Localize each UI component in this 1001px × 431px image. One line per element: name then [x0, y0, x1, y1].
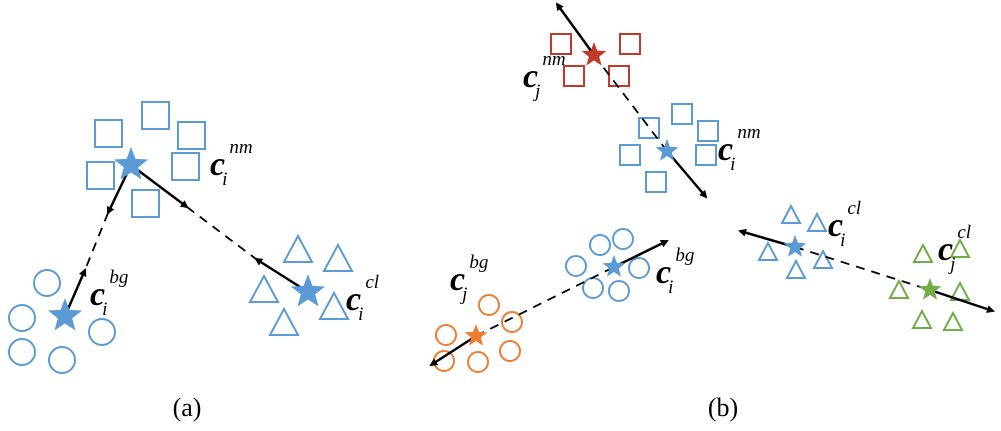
circle-marker-icon: [612, 228, 634, 250]
triangle-marker-icon: [268, 306, 300, 336]
circle-marker-icon: [501, 311, 523, 333]
triangle-marker-icon: [785, 258, 807, 279]
circle-marker-icon: [88, 318, 116, 346]
arrow-icon: [666, 150, 708, 199]
triangle-marker-icon: [812, 248, 834, 269]
star-centroid-icon: [464, 324, 488, 346]
star-centroid-icon: [113, 147, 149, 180]
label-c-i-nm: c i nm: [210, 137, 253, 190]
square-marker-icon: [94, 119, 123, 148]
square-marker-icon: [619, 144, 641, 166]
label-c-i-bg: c i bg: [90, 267, 128, 320]
circle-marker-icon: [565, 255, 587, 277]
triangle-marker-icon: [911, 308, 933, 329]
triangle-marker-icon: [888, 278, 910, 299]
square-marker-icon: [131, 189, 160, 218]
panel-b-cl-i-cluster: [757, 203, 834, 279]
dashed-link: [593, 54, 668, 152]
panel-b-arrows: [429, 2, 995, 367]
triangle-marker-icon: [780, 203, 802, 224]
square-marker-icon: [671, 103, 693, 125]
dashed-link: [84, 212, 109, 271]
panel-a-labels: c i nm c i bg c i cl: [90, 137, 379, 325]
square-marker-icon: [619, 33, 641, 55]
square-marker-icon: [695, 144, 717, 166]
circle-marker-icon: [478, 294, 500, 316]
star-centroid-icon: [290, 274, 326, 307]
square-marker-icon: [697, 120, 719, 142]
dashed-link: [475, 266, 615, 337]
square-marker-icon: [608, 65, 630, 87]
panel-b-nm-i-cluster: [619, 103, 719, 193]
triangle-marker-icon: [949, 237, 971, 258]
panel-a-bg-cluster: [8, 269, 116, 374]
star-centroid-icon: [47, 298, 83, 331]
triangle-marker-icon: [318, 290, 350, 320]
panel-b-centroids: [464, 42, 942, 346]
label-c-i-bg: c i bg: [656, 245, 694, 298]
circle-marker-icon: [608, 280, 630, 302]
panel-a-cl-cluster: [248, 233, 354, 336]
label-c-j-nm: c j nm: [523, 49, 566, 102]
panel-b-labels: c j nm c i nm c j bg c i bg c i: [450, 49, 971, 305]
star-centroid-icon: [918, 278, 942, 300]
circle-marker-icon: [589, 234, 611, 256]
arrow-icon: [613, 239, 669, 269]
square-marker-icon: [638, 117, 660, 139]
star-centroid-icon: [655, 139, 679, 161]
square-marker-icon: [86, 161, 115, 190]
dashed-link: [186, 206, 257, 260]
label-c-i-nm: c i nm: [718, 122, 761, 175]
square-marker-icon: [550, 33, 572, 55]
square-marker-icon: [177, 121, 206, 150]
triangle-marker-icon: [282, 233, 314, 263]
label-c-i-cl: c i cl: [346, 272, 379, 325]
circle-marker-icon: [499, 340, 521, 362]
label-c-i-cl: c i cl: [828, 198, 861, 251]
triangle-marker-icon: [322, 242, 354, 272]
circle-marker-icon: [628, 257, 650, 279]
panel-b-nm-j-cluster: [550, 33, 641, 87]
triangle-marker-icon: [912, 242, 934, 263]
circle-marker-icon: [8, 304, 36, 332]
circle-marker-icon: [48, 346, 76, 374]
label-c-j-cl: c j cl: [938, 222, 971, 275]
square-marker-icon: [563, 65, 585, 87]
label-c-j-bg: c j bg: [450, 252, 488, 305]
triangle-marker-icon: [942, 310, 964, 331]
star-centroid-icon: [602, 255, 626, 277]
circle-marker-icon: [8, 338, 36, 366]
triangle-marker-icon: [248, 273, 280, 303]
circle-marker-icon: [582, 277, 604, 299]
panel-b: c j nm c i nm c j bg c i bg c i: [429, 2, 995, 422]
arrow-icon: [130, 164, 189, 209]
panel-a-nm-cluster: [86, 101, 206, 218]
square-marker-icon: [171, 152, 200, 181]
square-marker-icon: [141, 101, 170, 130]
panel-a: c i nm c i bg c i cl (a): [8, 101, 379, 422]
circle-marker-icon: [33, 269, 61, 297]
caption-b: (b): [708, 393, 738, 422]
arrow-icon: [555, 2, 596, 56]
circle-marker-icon: [467, 351, 489, 373]
arrow-icon: [929, 288, 995, 313]
star-centroid-icon: [783, 235, 807, 257]
triangle-marker-icon: [806, 211, 828, 232]
panel-a-centroids: [47, 147, 326, 331]
arrow-icon: [429, 334, 477, 367]
circle-marker-icon: [435, 324, 457, 346]
caption-a: (a): [173, 393, 202, 422]
dashed-link: [794, 246, 931, 291]
triangle-marker-icon: [757, 240, 779, 261]
square-marker-icon: [645, 171, 667, 193]
star-centroid-icon: [581, 42, 607, 66]
